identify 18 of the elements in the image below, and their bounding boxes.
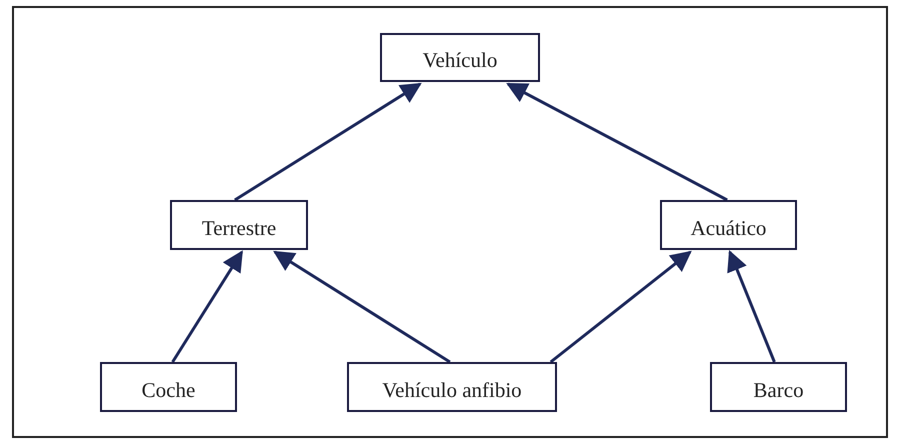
class-box — [100, 362, 237, 412]
arrow — [506, 82, 728, 202]
class-box — [347, 362, 557, 412]
class-name: Terrestre — [202, 216, 276, 240]
class-box — [380, 33, 540, 82]
class-name: Vehículo anfibio — [382, 378, 522, 402]
class-box — [710, 362, 847, 412]
class-name: Vehículo — [422, 48, 498, 73]
arrow — [550, 250, 692, 364]
class-name: Barco — [753, 378, 804, 402]
class-name: Acuático — [690, 216, 766, 240]
arrow — [273, 250, 451, 364]
class-name: Coche — [142, 378, 196, 402]
class-box — [660, 200, 797, 250]
arrow — [234, 82, 422, 202]
arrow — [727, 250, 776, 363]
class-box — [170, 200, 308, 250]
arrow — [171, 250, 244, 363]
